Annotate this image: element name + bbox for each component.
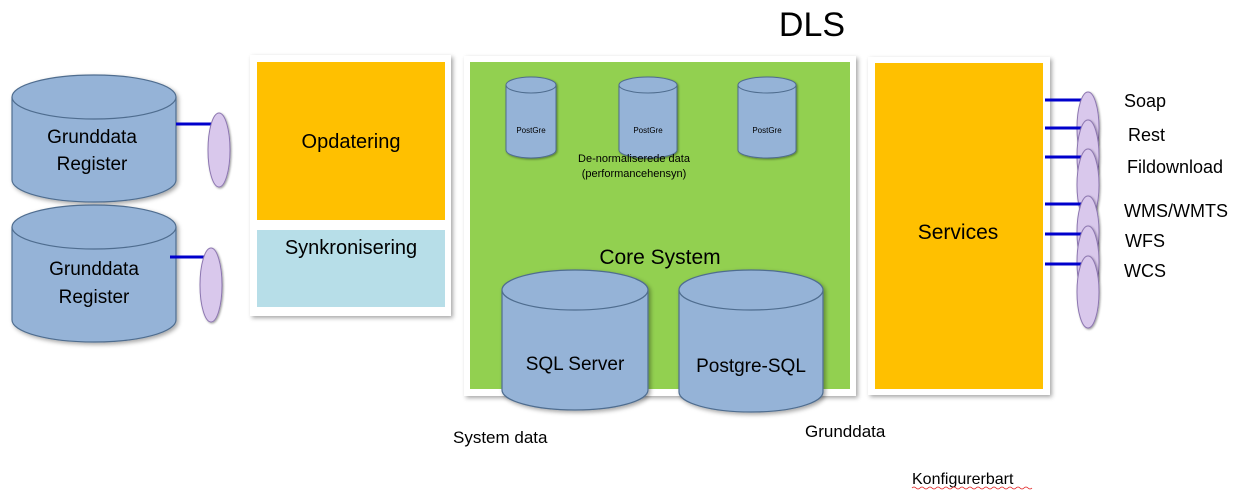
postgre-cylinder-3	[737, 76, 797, 159]
grunddata-caption: Grunddata	[805, 422, 886, 441]
opdatering-label: Opdatering	[302, 131, 401, 153]
postgre-2-label: PostGre	[633, 126, 663, 135]
services-box	[875, 63, 1043, 389]
soap-label: Soap	[1124, 91, 1166, 111]
system-data-caption: System data	[453, 428, 548, 447]
register-1-endpoint	[207, 112, 231, 188]
register-2-label-line1: Grunddata	[49, 259, 139, 280]
postgre-cylinder-1	[505, 76, 557, 159]
register-2-label-line2: Register	[59, 287, 130, 308]
wfs-label: WFS	[1125, 231, 1165, 251]
sql-server-label: SQL Server	[526, 354, 625, 375]
denormalized-data-label-line2: (performancehensyn)	[582, 168, 687, 180]
opdatering-box	[257, 62, 445, 220]
wcs-endpoint	[1076, 255, 1100, 329]
wcs-label: WCS	[1124, 261, 1166, 281]
postgre-1-label: PostGre	[516, 126, 546, 135]
postgre-sql-cylinder	[678, 269, 824, 413]
grunddata-register-cylinder-1	[11, 74, 177, 203]
register-2-endpoint	[199, 247, 223, 323]
fildownload-label: Fildownload	[1127, 157, 1223, 177]
spellcheck-underline	[911, 486, 1033, 490]
register-1-label-line2: Register	[57, 154, 128, 175]
postgre-3-label: PostGre	[752, 126, 782, 135]
konfigurerbart-caption: Konfigurerbart	[912, 471, 1014, 488]
wms-wmts-label: WMS/WMTS	[1124, 201, 1228, 221]
rest-label: Rest	[1128, 125, 1165, 145]
sql-server-cylinder	[501, 269, 649, 411]
synkronisering-box	[257, 230, 445, 307]
services-label: Services	[918, 221, 999, 244]
diagram-title: DLS	[779, 6, 845, 44]
core-system-label: Core System	[599, 246, 720, 269]
synkronisering-label: Synkronisering	[285, 237, 417, 259]
denormalized-data-label-line1: De-normaliserede data	[578, 153, 691, 165]
postgre-cylinder-2	[618, 76, 678, 159]
postgre-sql-label: Postgre-SQL	[696, 356, 806, 377]
register-1-label-line1: Grunddata	[47, 127, 137, 148]
grunddata-register-cylinder-2	[11, 204, 177, 343]
